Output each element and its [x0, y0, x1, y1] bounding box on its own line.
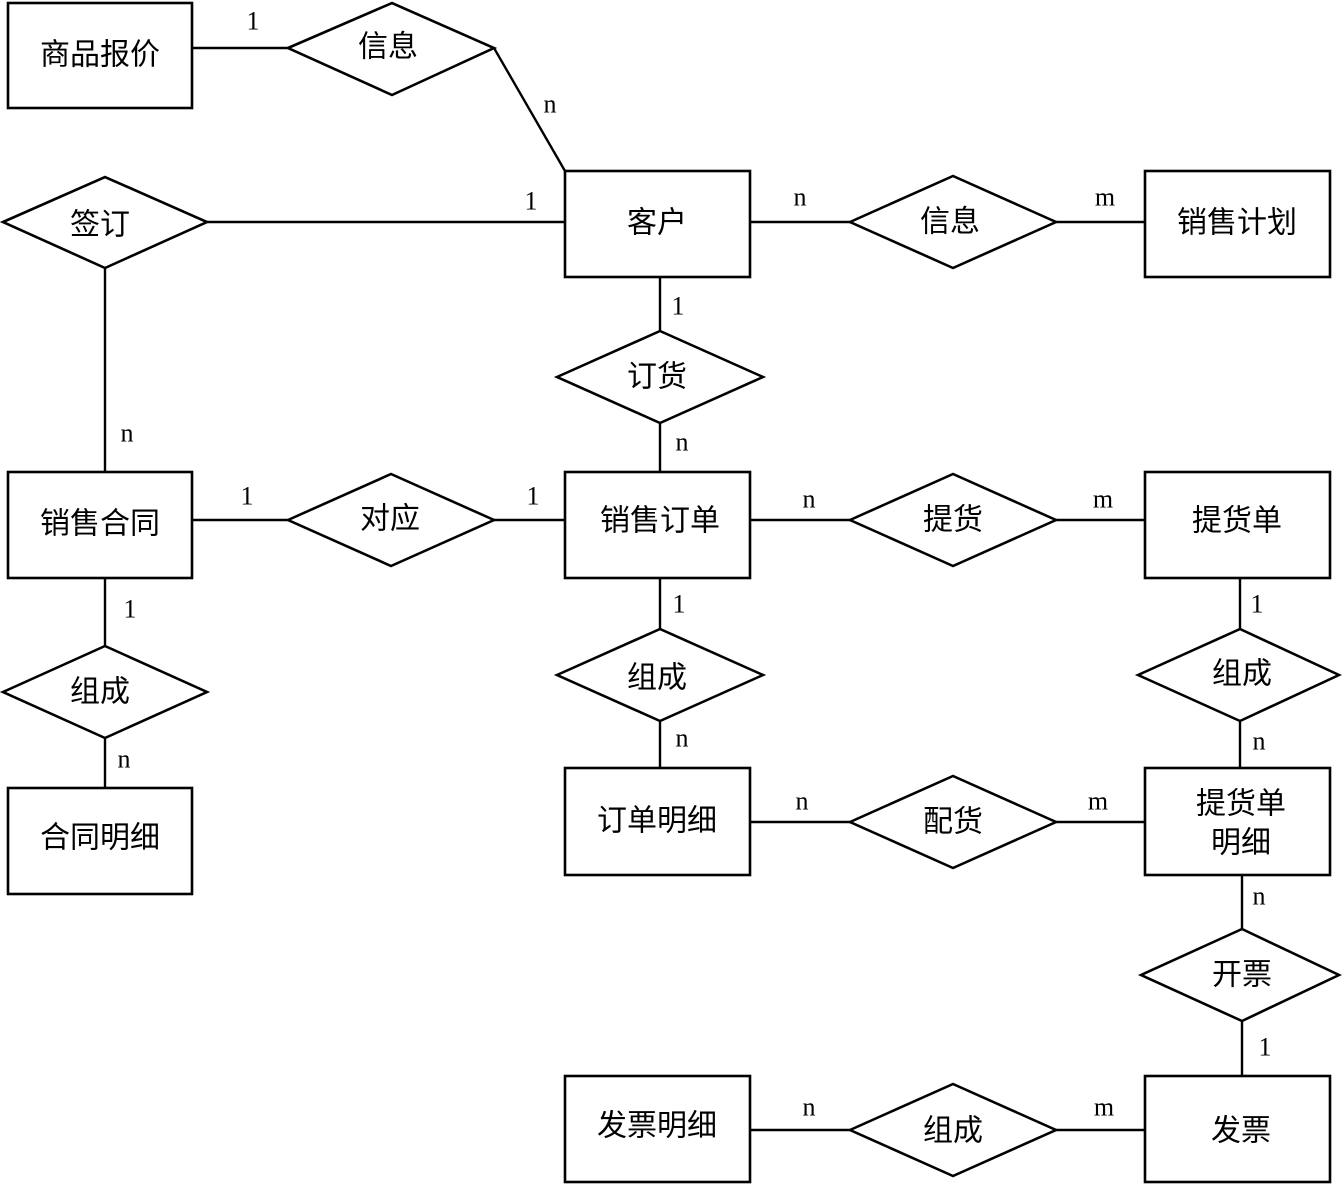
relationship-label: 组成 — [1212, 657, 1272, 692]
relationship-diamond — [846, 174, 1060, 270]
relationship-label: 提货 — [923, 503, 983, 538]
cardinality-labels: 1 n 1 n n m 1 n 1 1 n m 1 n 1 n 1 n n m … — [118, 7, 1272, 1122]
relationship-invoicing: 开票 — [1137, 927, 1342, 1023]
entity-label-line2: 明细 — [1211, 826, 1271, 861]
relationship-correspond: 对应 — [284, 472, 498, 568]
cardinality-contract-compose-b: n — [118, 745, 131, 774]
entity-label: 销售计划 — [1177, 206, 1297, 241]
entity-label: 销售合同 — [40, 507, 160, 542]
relationship-label: 组成 — [923, 1114, 983, 1149]
entity-sales-contract: 销售合同 — [6, 470, 194, 580]
relationship-diamond — [1137, 927, 1342, 1023]
entity-box — [6, 786, 194, 896]
cardinality-allocate-a: n — [796, 787, 809, 816]
entity-label: 商品报价 — [40, 38, 160, 73]
entity-box — [1143, 470, 1332, 580]
cardinality-customer-plan-info-b: m — [1095, 183, 1115, 212]
cardinality-sign-a: 1 — [525, 187, 538, 216]
entity-label: 发票 — [1211, 1114, 1271, 1149]
relationship-invoice-compose: 组成 — [846, 1082, 1060, 1178]
entity-label: 提货单 — [1192, 504, 1282, 539]
relationship-diamond — [0, 175, 211, 270]
entity-delivery-note: 提货单 — [1143, 470, 1332, 580]
relationship-sign: 签订 — [0, 175, 211, 270]
relationship-diamond — [284, 472, 498, 568]
cardinality-customer-plan-info-a: n — [794, 183, 807, 212]
relationship-pick-up: 提货 — [846, 472, 1060, 568]
cardinality-allocate-b: m — [1088, 787, 1108, 816]
relationship-diamond — [1134, 627, 1342, 723]
entity-sales-order: 销售订单 — [563, 470, 752, 580]
relationship-label: 信息 — [920, 205, 980, 240]
entity-label: 订单明细 — [597, 804, 717, 839]
entity-invoice: 发票 — [1143, 1074, 1332, 1184]
cardinality-invoice-compose-a: n — [803, 1093, 816, 1122]
entity-customer: 客户 — [563, 169, 752, 279]
relationship-order-compose: 组成 — [553, 627, 767, 723]
cardinality-quote-info-b: n — [544, 90, 557, 119]
relationship-customer-plan-info: 信息 — [846, 174, 1060, 270]
relationship-label: 对应 — [360, 502, 420, 537]
entity-box — [563, 1074, 752, 1184]
entity-order-detail: 订单明细 — [563, 766, 752, 877]
cardinality-order-compose-a: 1 — [673, 590, 686, 619]
cardinality-delivery-compose-b: n — [1253, 727, 1266, 756]
relationship-allocate: 配货 — [846, 774, 1060, 870]
line-quote-info-to-customer — [492, 47, 567, 172]
entity-label: 销售订单 — [600, 504, 720, 539]
entity-label: 客户 — [627, 206, 687, 241]
relationship-label: 订货 — [627, 360, 687, 395]
cardinality-correspond-b: 1 — [527, 482, 540, 511]
cardinality-pick-up-b: m — [1093, 485, 1113, 514]
entity-label: 发票明细 — [597, 1109, 717, 1144]
relationship-label: 开票 — [1212, 958, 1272, 993]
cardinality-contract-compose-a: 1 — [124, 595, 137, 624]
relationship-diamond — [284, 1, 498, 97]
cardinality-order-goods-b: n — [676, 428, 689, 457]
connector-lines — [103, 46, 1244, 1132]
entity-box — [1143, 169, 1332, 279]
relationship-diamond — [846, 1082, 1060, 1178]
entity-box — [6, 470, 194, 580]
entity-box — [563, 169, 752, 279]
relationship-quote-info: 信息 — [284, 1, 498, 97]
cardinality-delivery-compose-a: 1 — [1251, 590, 1264, 619]
relationship-label: 信息 — [358, 30, 418, 65]
entity-box — [563, 470, 752, 580]
relationship-diamond — [846, 472, 1060, 568]
relationship-diamond — [846, 774, 1060, 870]
cardinality-pick-up-a: n — [803, 485, 816, 514]
entity-box — [563, 766, 752, 877]
cardinality-order-goods-a: 1 — [672, 292, 685, 321]
entity-label: 合同明细 — [40, 821, 160, 856]
cardinality-correspond-a: 1 — [241, 482, 254, 511]
entity-contract-detail: 合同明细 — [6, 786, 194, 896]
cardinality-sign-b: n — [121, 419, 134, 448]
relationship-diamond — [553, 627, 767, 723]
relationship-label: 配货 — [923, 805, 983, 840]
relationship-diamond — [553, 329, 767, 425]
cardinality-invoice-compose-b: m — [1094, 1093, 1114, 1122]
entity-box — [1143, 1074, 1332, 1184]
entity-box — [6, 1, 194, 110]
cardinality-invoicing-a: n — [1253, 882, 1266, 911]
relationship-label: 组成 — [627, 661, 687, 696]
relationship-label: 组成 — [70, 675, 130, 710]
relationship-delivery-compose: 组成 — [1134, 627, 1342, 723]
relationship-contract-compose: 组成 — [0, 644, 211, 740]
relationship-order-goods: 订货 — [553, 329, 767, 425]
entity-sales-plan: 销售计划 — [1143, 169, 1332, 279]
cardinality-quote-info-a: 1 — [247, 7, 260, 36]
relationship-label: 签订 — [70, 208, 130, 243]
entity-invoice-detail: 发票明细 — [563, 1074, 752, 1184]
relationship-diamond — [0, 644, 211, 740]
cardinality-order-compose-b: n — [676, 724, 689, 753]
cardinality-invoicing-b: 1 — [1259, 1033, 1272, 1062]
entity-label-line1: 提货单 — [1196, 787, 1286, 822]
entity-delivery-detail: 提货单 明细 — [1143, 766, 1332, 877]
entity-box — [1143, 766, 1332, 877]
entity-product-quote: 商品报价 — [6, 1, 194, 110]
